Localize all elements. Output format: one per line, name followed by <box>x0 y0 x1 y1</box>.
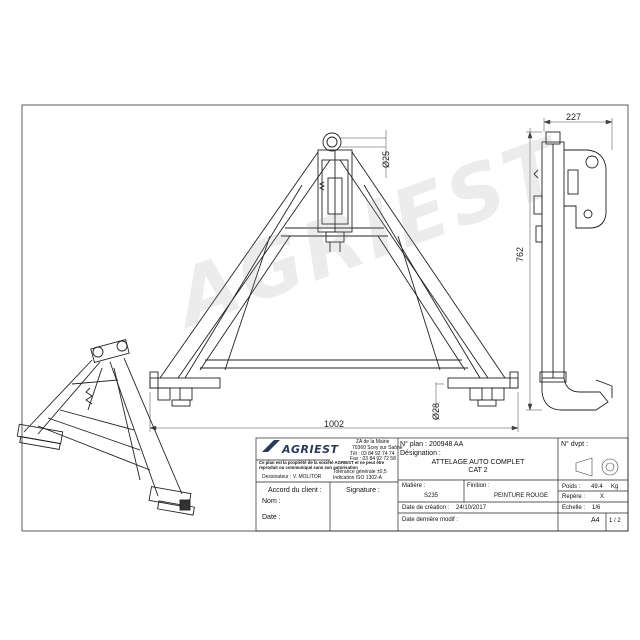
tolerance-2: Indication ISO 1302-A <box>333 475 382 481</box>
company-address-1: ZA de la Mairie <box>356 439 390 445</box>
company-phone: Tél : 03 84 92 74 74 <box>350 451 395 457</box>
top-pin-tube <box>322 132 342 152</box>
front-view <box>149 132 519 407</box>
weight-unit: Kg <box>611 484 619 490</box>
side-view <box>533 131 613 411</box>
last-modified-label: Date dernière modif : <box>402 517 459 523</box>
plan-number: 200948 AA <box>429 441 464 448</box>
material-label: Matière : <box>402 483 426 489</box>
dim-height: 762 <box>515 246 525 262</box>
client-date-label: Date : <box>262 514 281 521</box>
title-block <box>255 437 629 532</box>
creation-date-label: Date de création : <box>402 505 450 511</box>
company-logo: AGRIEST <box>282 443 339 456</box>
dim-width: 1002 <box>324 419 345 429</box>
projection-symbol <box>575 457 619 477</box>
designer: Dessinateur : V. MOLITOR <box>262 474 322 480</box>
paper-format: A4 <box>591 517 600 524</box>
finish-label: Finition : <box>467 483 490 489</box>
scale-label: Echelle : <box>562 505 586 511</box>
scale-value: 1/6 <box>592 505 601 511</box>
weight-value: 49.4 <box>591 484 603 490</box>
reference-value: X <box>600 494 605 500</box>
sheet-number: 1 / 2 <box>609 518 621 524</box>
designation-line-2: CAT 2 <box>468 467 488 474</box>
company-fax: Fax : 03 84 92 72 58 <box>350 456 396 462</box>
reference-label: Repère : <box>562 494 586 500</box>
finish-value: PEINTURE ROUGE <box>494 493 549 499</box>
isometric-view <box>16 339 195 516</box>
dim-pin-top: Ø25 <box>381 150 391 168</box>
dim-pin-bottom: Ø28 <box>431 402 441 420</box>
dim-depth: 227 <box>566 112 582 122</box>
ownership-notice-2: reproduit ou communiqué sans son autoris… <box>259 465 358 470</box>
designation-label: Désignation : <box>400 450 441 457</box>
company-address-2: 70360 Scey sur Saône <box>352 445 403 451</box>
designation-line-1: ATTELAGE AUTO COMPLET <box>431 459 525 466</box>
client-signature-label: Signature : <box>346 487 380 494</box>
material-value: S235 <box>424 493 439 499</box>
logo-mark <box>262 440 280 452</box>
creation-date: 24/10/2017 <box>456 505 487 511</box>
ownership-notice-1: Ce plan est la propriété de la société A… <box>259 460 385 465</box>
weight-label: Poids : <box>562 484 581 490</box>
tolerance-1: Tolérance générale ±0,5 <box>333 469 387 475</box>
client-name-label: Nom : <box>262 498 281 505</box>
plan-number-label: N° plan : <box>400 441 427 448</box>
client-agreement-label: Accord du client : <box>268 487 322 494</box>
side-dimensions <box>526 118 613 411</box>
devpt-label: N° dvpt : <box>561 441 588 448</box>
